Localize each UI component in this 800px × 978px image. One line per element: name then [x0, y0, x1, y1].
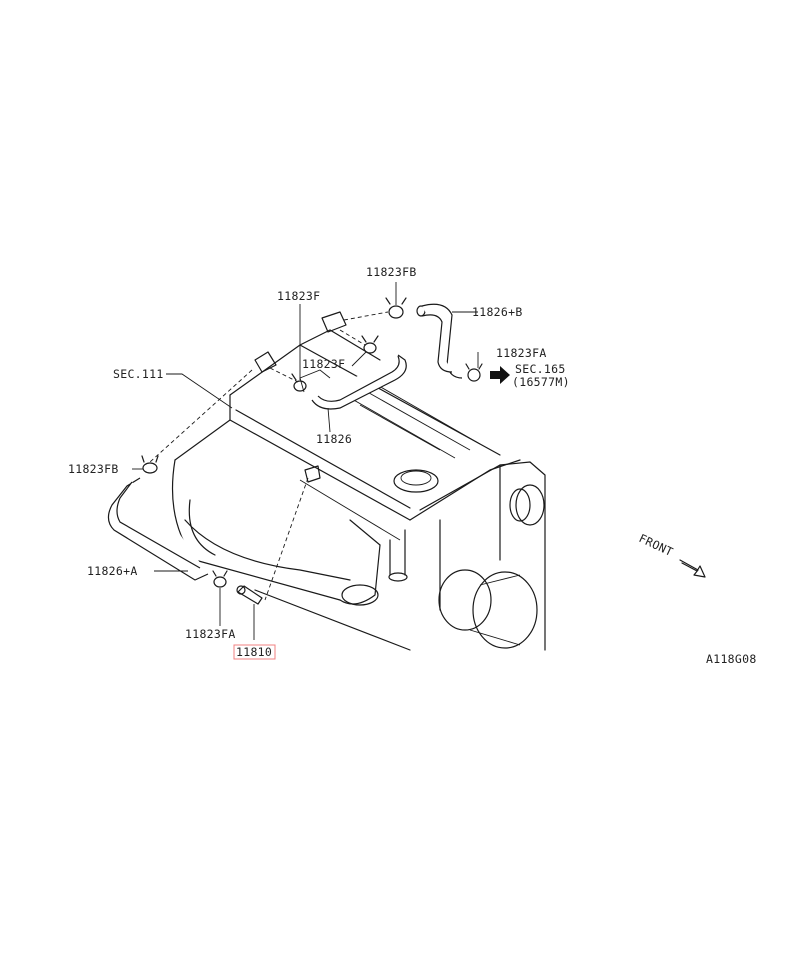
engine-fittings [254, 311, 347, 483]
clamp-11823fb-left[interactable] [141, 455, 159, 474]
leader-lines [132, 282, 479, 640]
clamp-11823f-mid[interactable] [361, 335, 379, 354]
label-11826[interactable]: 11826 [316, 432, 352, 446]
label-11823fb-left[interactable]: 11823FB [68, 462, 119, 476]
pcv-valve-11810[interactable] [236, 585, 263, 605]
label-11810[interactable]: 11810 [236, 645, 272, 659]
clamp-11823fa-bottom[interactable] [212, 570, 228, 588]
diagram-code: A118G08 [706, 652, 757, 666]
hose-11826-b[interactable] [416, 303, 463, 379]
label-sec-165[interactable]: SEC.165 [515, 362, 566, 376]
hose-11826-a[interactable] [107, 477, 209, 581]
arrow-right-icon [490, 366, 510, 384]
engine-block-illustration [171, 329, 546, 651]
clamp-11823fb-top[interactable] [385, 297, 407, 319]
label-sec-165-ref: (16577M) [512, 375, 570, 389]
label-11823fb-top[interactable]: 11823FB [366, 265, 417, 279]
front-arrow-icon [679, 559, 706, 578]
label-11823f-mid[interactable]: 11823F [302, 357, 345, 371]
label-11823f-top[interactable]: 11823F [277, 289, 320, 303]
label-11826-a[interactable]: 11826+A [87, 564, 138, 578]
clamp-11823fa-right[interactable] [465, 363, 483, 382]
label-11823fa-bottom[interactable]: 11823FA [185, 627, 236, 641]
label-11810-highlight [233, 644, 276, 660]
label-front: FRONT [637, 531, 676, 559]
label-sec-111[interactable]: SEC.111 [113, 367, 164, 381]
hose-11826[interactable] [299, 354, 407, 410]
dashed-connections [149, 311, 389, 601]
label-11823fa-right[interactable]: 11823FA [496, 346, 547, 360]
clamp-11823f-left[interactable] [291, 373, 307, 392]
label-11826-b[interactable]: 11826+B [472, 305, 523, 319]
